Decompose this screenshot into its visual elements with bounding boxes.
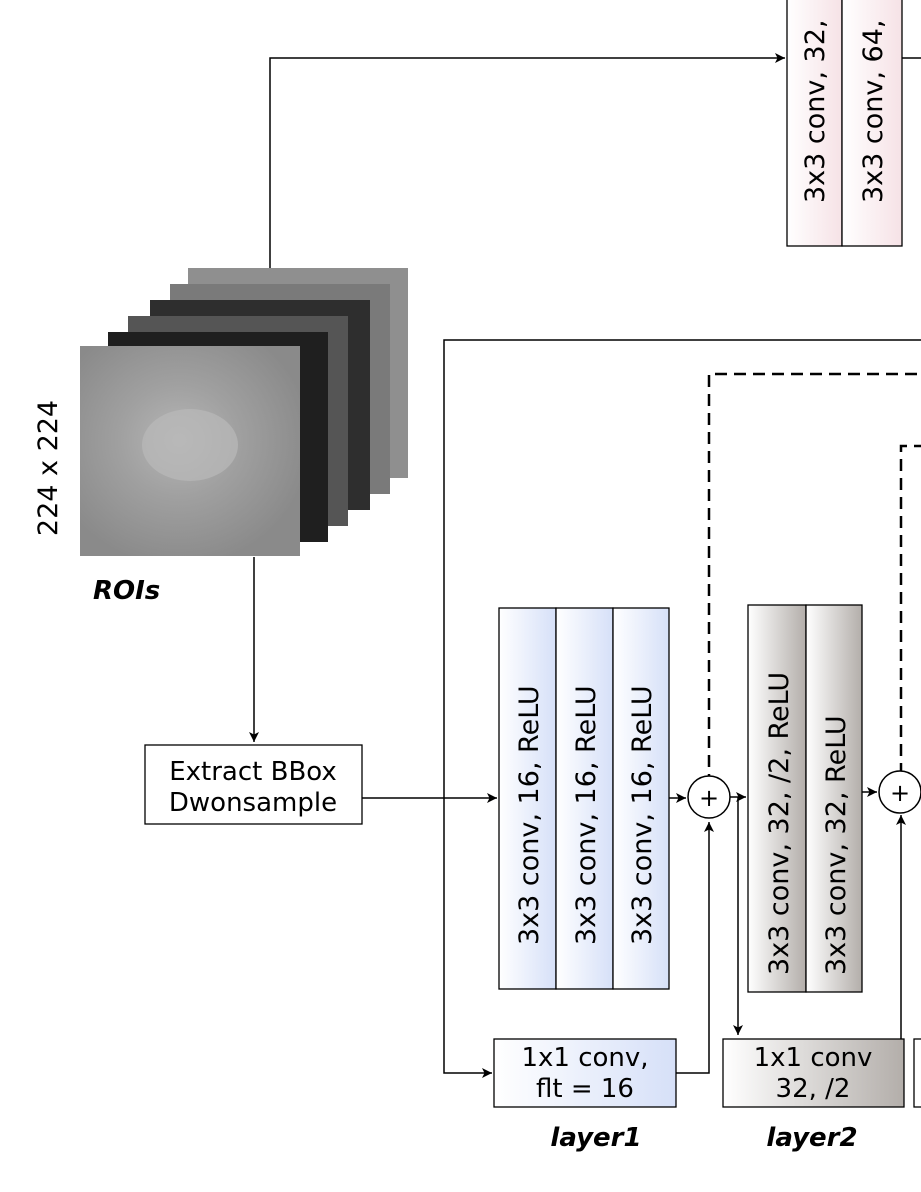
arrow-layer1-shortcut-to-adder (676, 822, 714, 1074)
layer2-block: 3x3 conv, 32, /2, ReLU 3x3 conv, 32, ReL… (747, 604, 863, 993)
adder-2-symbol: + (890, 779, 910, 807)
layer1-shortcut-line1: 1x1 conv, (521, 1043, 648, 1073)
layer1-conv-label: 3x3 conv, 16, ReLU (571, 685, 602, 945)
layer2-shortcut-box (722, 1038, 905, 1108)
extract-line2: Dwonsample (169, 788, 337, 818)
roi-stack (80, 268, 408, 556)
layer1-shortcut-box (493, 1038, 677, 1108)
layer3-shortcut-box-partial (913, 1038, 921, 1108)
arrow-roi-to-top-block (269, 53, 785, 268)
layer1-caption: layer1 (550, 1123, 641, 1153)
roi-size-label: 224 x 224 (33, 400, 64, 536)
layer2-conv-cell (747, 604, 807, 993)
layer1-conv-cell (612, 607, 670, 990)
layer1-block: 3x3 conv, 16, ReLU 3x3 conv, 16, ReLU 3x… (498, 607, 670, 990)
top-conv-cell (841, 0, 903, 247)
roi-mass (142, 409, 238, 481)
layer1-shortcut-line2: flt = 16 (536, 1074, 634, 1104)
top-conv-block: 3x3 conv, 32, 3x3 conv, 64, (786, 0, 903, 247)
layer2-shortcut-line2: 32, /2 (776, 1074, 851, 1104)
extract-line1: Extract BBox (169, 757, 337, 787)
top-conv-label: 3x3 conv, 64, (858, 20, 889, 203)
extract-bbox-box (144, 744, 363, 825)
layer2-conv-cell (805, 604, 863, 993)
adder-1-symbol: + (699, 784, 719, 812)
layer1-conv-cell (498, 607, 557, 990)
roi-caption: ROIs (93, 576, 160, 606)
layer1-conv-cell (555, 607, 614, 990)
layer1-conv-label: 3x3 conv, 16, ReLU (627, 685, 658, 945)
layer2-caption: layer2 (766, 1123, 857, 1153)
layer1-conv-label: 3x3 conv, 16, ReLU (514, 685, 545, 945)
layer2-shortcut-line1: 1x1 conv (754, 1043, 873, 1073)
dashed-skip-1 (707, 372, 921, 786)
line-to-layer1-shortcut (443, 339, 921, 1078)
layer2-conv-label: 3x3 conv, 32, /2, ReLU (764, 672, 795, 975)
top-conv-label: 3x3 conv, 32, (800, 20, 831, 203)
adder-2 (878, 770, 921, 814)
layer2-conv-label: 3x3 conv, 32, ReLU (821, 715, 852, 975)
dashed-skip-2 (899, 444, 921, 775)
